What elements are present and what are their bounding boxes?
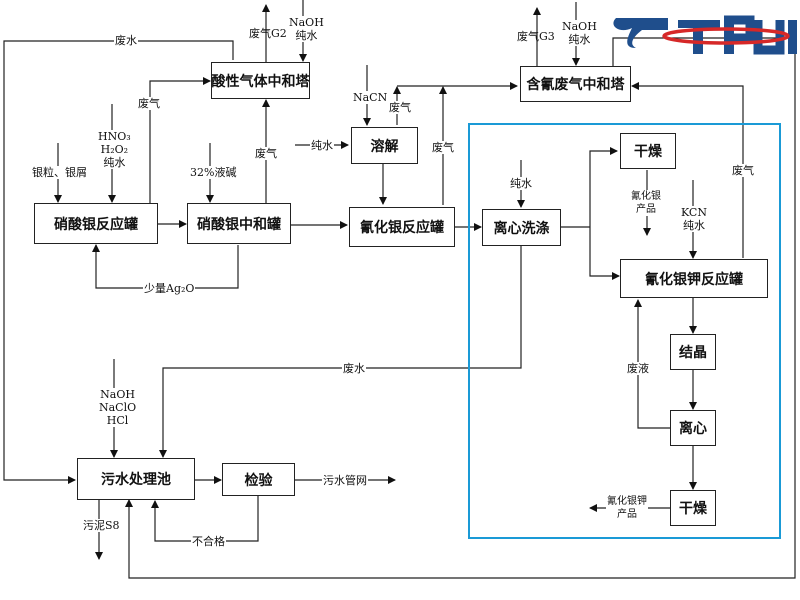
label-silver-granules: 银粒、银屑: [31, 166, 88, 179]
centrifuge-wash-unit: 离心洗涤: [482, 209, 561, 246]
label-unqualified: 不合格: [191, 535, 226, 548]
label-potassium-silver-cyanide: 氰化银钾: [607, 496, 647, 507]
label-small-ag2o: 少量Ag₂O: [143, 282, 196, 295]
label-exhaust-5: 废气: [731, 164, 755, 177]
label-exhaust-g3: 废气G3: [517, 30, 555, 43]
label-exhaust-4: 废气: [431, 141, 455, 154]
acid-gas-neutralization-tower: 酸性气体中和塔: [211, 62, 310, 99]
label-wastewater-top: 废水: [114, 34, 138, 47]
label-exhaust-1: 废气: [137, 97, 161, 110]
label-exhaust-3: 废气: [388, 101, 412, 114]
label-potassium-silver-cyanide-product: 氰化银钾 产品: [606, 495, 648, 521]
wastewater-treatment-pool: 污水处理池: [77, 458, 195, 500]
label-pure-water-3: 纯水: [103, 156, 126, 169]
label-sludge: 污泥S8: [82, 519, 121, 532]
label-naoh-1: NaOH: [289, 16, 324, 29]
label-h2o2: H₂O₂: [100, 143, 129, 156]
label-hno3: HNO₃: [98, 130, 131, 143]
silver-nitrate-neutralizer: 硝酸银中和罐: [187, 203, 291, 244]
silver-cyanide-reactor: 氰化银反应罐: [349, 207, 455, 247]
dryer-2: 干燥: [670, 490, 716, 526]
tirui-logo: [613, 15, 797, 55]
dissolve-unit: 溶解: [351, 127, 418, 164]
label-naoh-2: NaOH: [562, 20, 597, 33]
silver-nitrate-reactor: 硝酸银反应罐: [34, 203, 158, 244]
label-naoh-naclo-hcl: NaOH NaClO HCl: [98, 388, 138, 427]
dryer-1: 干燥: [620, 133, 676, 169]
label-waste-liquid: 废液: [626, 362, 650, 375]
label-silver-cyanide-product: 氰化银 产品: [630, 190, 662, 216]
label-naoh-water-1: NaOH 纯水: [288, 16, 325, 42]
label-pure-water-1: 纯水: [295, 29, 318, 42]
potassium-silver-cyanide-section-frame: [468, 123, 781, 539]
label-pure-water-wash: 纯水: [509, 177, 533, 190]
label-nacn: NaCN: [352, 91, 389, 104]
crystallize-unit: 结晶: [670, 334, 716, 370]
label-exhaust-g2: 废气G2: [249, 27, 287, 40]
label-wastewater-mid: 废水: [342, 362, 366, 375]
label-pure-water-dissolve: 纯水: [310, 139, 334, 152]
label-naoh-3: NaOH: [100, 388, 135, 401]
cyanide-gas-neutralization-tower: 含氰废气中和塔: [520, 66, 631, 102]
label-product-1: 产品: [636, 204, 656, 215]
label-product-2: 产品: [617, 509, 637, 520]
label-exhaust-2: 废气: [254, 147, 278, 160]
label-hcl: HCl: [106, 414, 129, 427]
label-naclo: NaClO: [99, 401, 137, 414]
label-silver-cyanide: 氰化银: [631, 191, 661, 202]
label-pure-water-4: 纯水: [682, 219, 705, 232]
centrifuge-unit: 离心: [670, 410, 716, 446]
label-hno3-h2o2-water: HNO₃ H₂O₂ 纯水: [97, 130, 132, 169]
inspection-unit: 检验: [222, 463, 295, 496]
line-exhaust-1: [149, 77, 211, 203]
label-pure-water-2: 纯水: [568, 33, 591, 46]
label-kcn-water: KCN 纯水: [680, 206, 708, 232]
line-wastewater-left: [3, 40, 234, 484]
potassium-silver-cyanide-reactor: 氰化银钾反应罐: [620, 259, 768, 298]
label-kcn: KCN: [681, 206, 707, 219]
label-sewer: 污水管网: [322, 474, 368, 487]
label-naoh-water-2: NaOH 纯水: [561, 20, 598, 46]
label-liquid-alkali: 32%液碱: [189, 166, 238, 179]
